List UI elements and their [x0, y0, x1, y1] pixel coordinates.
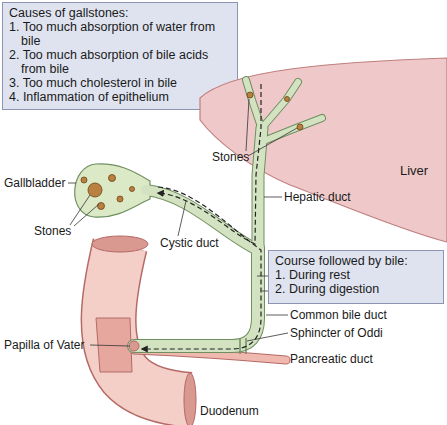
leader-line [266, 315, 288, 316]
hepatic-duct-wall [258, 128, 262, 248]
rest-course-line [158, 84, 261, 244]
list-item: 4. Inflammation of epithelium [9, 90, 231, 104]
common-duct-wall [134, 248, 258, 346]
hepatic-branch-body [246, 80, 262, 130]
cystic-duct-wall [146, 190, 258, 250]
liver-shape [200, 58, 447, 242]
hepatic-branch-body [261, 118, 322, 142]
stone [88, 183, 102, 197]
sphincter-bands [240, 338, 246, 354]
stone [130, 187, 135, 192]
leader-line [178, 201, 186, 236]
leader-lines [68, 99, 297, 346]
list-item: 3. Too much cholesterol in bile [9, 76, 231, 90]
box-heading: Causes of gallstones: [9, 6, 231, 20]
hepatic-duct-body [258, 128, 262, 248]
gallbladder-label: Gallbladder [4, 176, 65, 190]
causes-box: Causes of gallstones:1. Too much absorpt… [2, 2, 238, 110]
stone [297, 124, 303, 130]
list-item: 2. During digestion [275, 282, 437, 296]
duodenum-label: Duodenum [200, 404, 259, 418]
course-box: Course followed by bile:1. During rest2.… [268, 250, 444, 304]
common-duct-body [134, 248, 258, 346]
stones [81, 92, 303, 210]
pancreatic-duct-label: Pancreatic duct [290, 352, 373, 366]
list-item: 1. During rest [275, 268, 437, 282]
digestion-course-line [142, 187, 261, 349]
leader-line [68, 183, 76, 184]
stones-label: Stones [212, 150, 249, 164]
stone [247, 92, 253, 98]
leader-line [246, 99, 249, 151]
stone [98, 203, 105, 210]
box-heading: Course followed by bile: [275, 254, 437, 268]
hepatic-branch-wall [262, 82, 298, 128]
leader-line [262, 291, 268, 292]
leader-line [257, 276, 268, 277]
pancreatic-duct-wall [134, 350, 286, 360]
stone [81, 177, 87, 183]
papilla-label: Papilla of Vater [4, 338, 85, 352]
sphincter-band [245, 338, 247, 354]
cystic-duct-body [146, 190, 258, 250]
duodenum-cut-end [92, 236, 148, 252]
organ-name: Liver [400, 163, 428, 178]
hepatic-branch-body [262, 82, 298, 128]
leader-line [248, 128, 297, 156]
list-item: 2. Too much absorption of bile acids fro… [9, 48, 231, 76]
leader-line [90, 345, 130, 346]
pancreatic-duct [134, 350, 286, 360]
hepatic-duct-label: Hepatic duct [284, 190, 351, 204]
stones-label: Stones [34, 224, 71, 238]
hepatic-branch-wall [261, 118, 322, 142]
stone [109, 175, 116, 182]
duct-fills [134, 80, 322, 346]
sphincter-label: Sphincter of Oddi [290, 326, 383, 340]
sphincter-band [239, 338, 241, 354]
stone [117, 196, 123, 202]
bile-course [142, 84, 261, 349]
hepatic-branch-wall [246, 80, 262, 130]
cystic-duct-label: Cystic duct [160, 236, 219, 250]
pancreatic-duct-body [134, 350, 286, 360]
duct-outlines [134, 80, 322, 346]
common-bile-duct-label: Common bile duct [290, 308, 387, 322]
duodenum-cut-end [184, 373, 196, 425]
duodenum-window [96, 318, 132, 372]
papilla [129, 341, 139, 351]
stone [285, 97, 290, 102]
leader-line [74, 204, 99, 226]
leader-line [247, 333, 288, 341]
duodenum [92, 236, 196, 425]
gallbladder-shape [75, 164, 150, 217]
list-item: 1. Too much absorption of water from bil… [9, 20, 231, 48]
leader-line [70, 195, 90, 225]
leader-line [264, 197, 282, 198]
